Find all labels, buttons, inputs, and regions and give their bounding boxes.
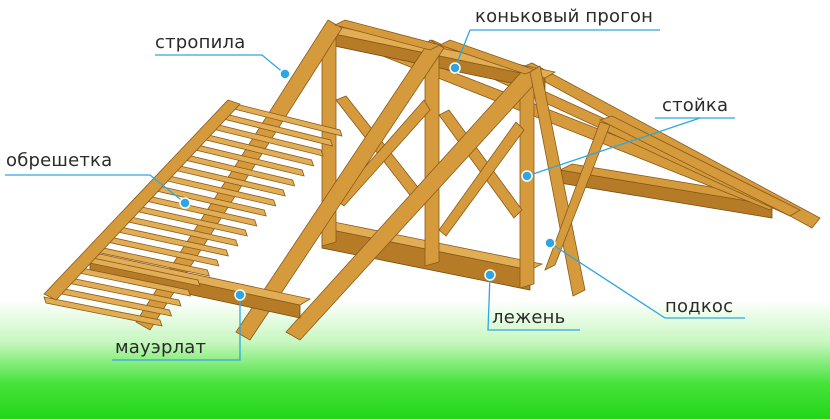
post-marker xyxy=(521,170,533,182)
leader-lines xyxy=(5,29,745,361)
label-rafters: стропила xyxy=(155,32,246,53)
struts xyxy=(529,65,611,297)
leader-dots xyxy=(179,62,556,301)
rafters-marker xyxy=(279,68,291,80)
right-rafters xyxy=(328,29,821,229)
left-edge-rafter xyxy=(43,99,241,301)
label-ridge-purlin: коньковый прогон xyxy=(475,6,654,27)
label-strut: подкос xyxy=(665,296,734,317)
ridge-purlin-marker xyxy=(449,62,461,74)
mauerlat-marker xyxy=(234,289,246,301)
strut-marker xyxy=(544,237,556,249)
label-bed-beam: лежень xyxy=(492,307,566,328)
cross-braces xyxy=(335,95,525,237)
back-mauerlat xyxy=(558,163,786,219)
bed-beam-marker xyxy=(484,269,496,281)
label-post: стойка xyxy=(662,95,729,116)
front-rafters xyxy=(135,19,541,341)
lathing-slats xyxy=(43,101,343,327)
label-lathing: обрешетка xyxy=(6,150,113,171)
label-mauerlat: мауэрлат xyxy=(115,337,207,358)
lathing-slat xyxy=(43,296,163,327)
lathing-marker xyxy=(179,197,191,209)
